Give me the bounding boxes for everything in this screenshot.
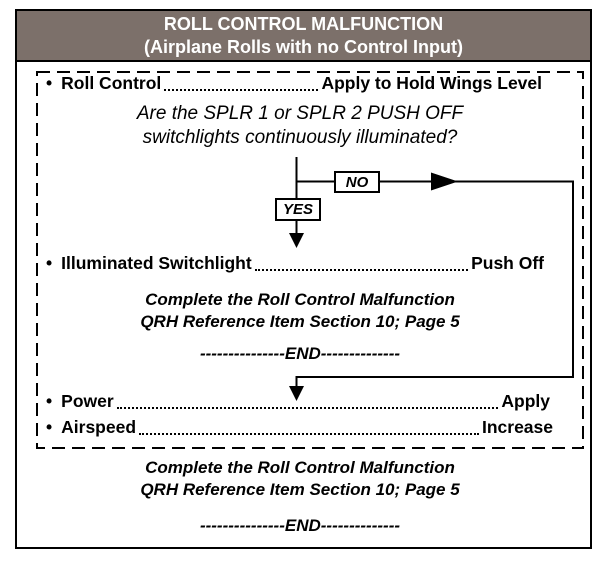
footer-note-line-2: QRH Reference Item Section 10; Page 5	[140, 480, 460, 499]
step-label: Roll Control	[61, 73, 162, 93]
checklist-header: ROLL CONTROL MALFUNCTION (Airplane Rolls…	[17, 11, 590, 62]
step-airspeed: • Airspeed Increase	[46, 417, 553, 438]
yes-branch-note-line-2: QRH Reference Item Section 10; Page 5	[140, 312, 460, 331]
dot-leader	[254, 269, 469, 271]
checklist-subtitle: (Airplane Rolls with no Control Input)	[144, 36, 463, 57]
decision-question: Are the SPLR 1 or SPLR 2 PUSH OFF switch…	[50, 102, 550, 150]
question-line-1: Are the SPLR 1 or SPLR 2 PUSH OFF	[136, 103, 464, 124]
footer-end-marker: ---------------END--------------	[199, 516, 401, 535]
bullet-icon: •	[46, 391, 53, 411]
yes-branch-note-line-1: Complete the Roll Control Malfunction	[145, 290, 455, 309]
dot-leader	[164, 89, 319, 91]
footer-note-line-1: Complete the Roll Control Malfunction	[145, 458, 455, 477]
bullet-icon: •	[46, 73, 53, 93]
no-branch-label: NO	[334, 171, 380, 193]
bullet-icon: •	[46, 417, 53, 437]
step-label: Power	[61, 391, 114, 411]
step-power: • Power Apply	[46, 391, 550, 412]
step-label: Airspeed	[61, 417, 137, 437]
question-line-2: switchlights continuously illuminated?	[142, 127, 458, 148]
checklist-title: ROLL CONTROL MALFUNCTION	[163, 13, 444, 34]
step-action: Apply to Hold Wings Level	[321, 73, 542, 93]
step-action: Push Off	[471, 253, 544, 273]
no-label-text: NO	[345, 173, 369, 191]
step-action: Apply	[501, 391, 550, 411]
yes-branch-label: YES	[275, 198, 321, 221]
yes-branch-end-marker: ---------------END--------------	[199, 344, 401, 363]
dot-leader	[116, 407, 499, 409]
step-action: Increase	[481, 417, 553, 437]
step-label: Illuminated Switchlight	[61, 253, 252, 273]
yes-label-text: YES	[282, 201, 313, 218]
dot-leader	[139, 433, 479, 435]
step-illuminated-switchlight: • Illuminated Switchlight Push Off	[46, 253, 544, 274]
step-roll-control: • Roll Control Apply to Hold Wings Level	[46, 73, 542, 94]
bullet-icon: •	[46, 253, 53, 273]
